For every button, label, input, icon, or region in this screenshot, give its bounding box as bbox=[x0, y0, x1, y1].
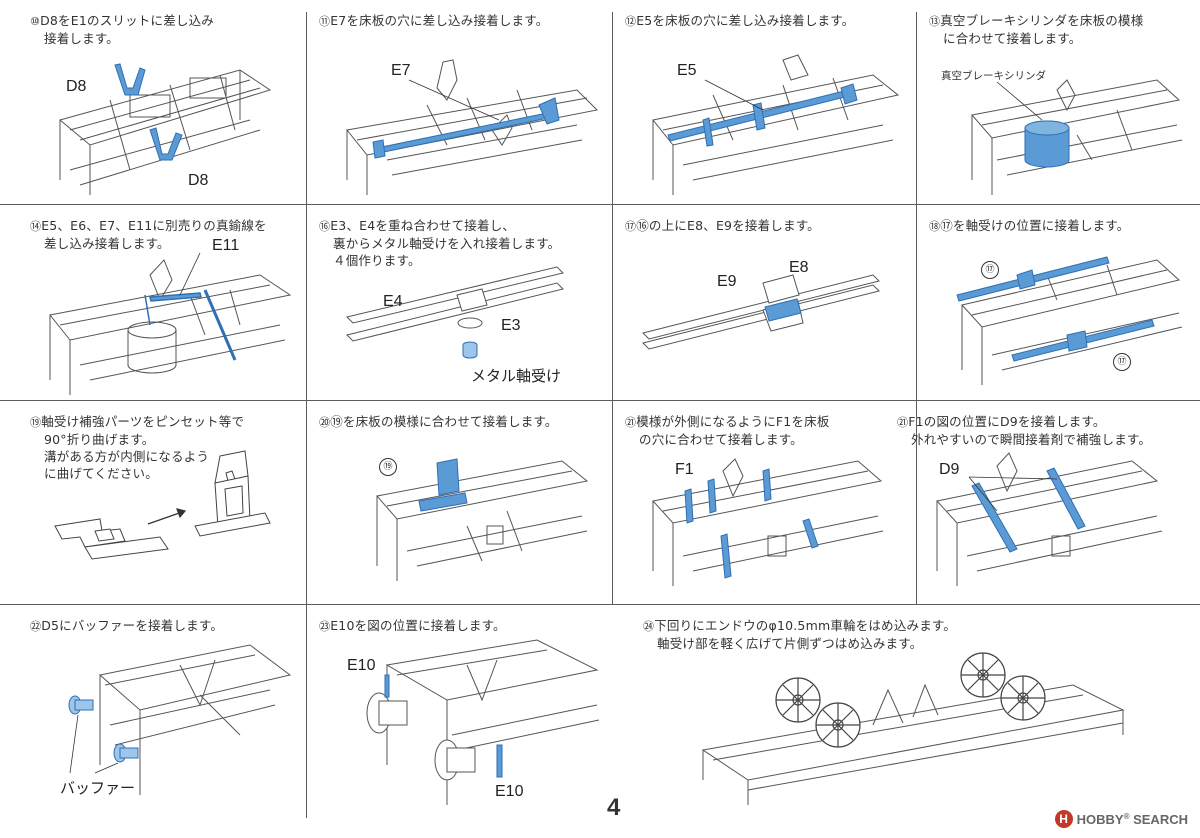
step-text: ⑱⑰を軸受けの位置に接着します。 bbox=[929, 218, 1130, 233]
step-16: ⑯E3、E4を重ね合わせて接着し、 裏からメタル軸受けを入れ接着します。 ４個作… bbox=[307, 205, 612, 400]
step-18-illustration bbox=[956, 256, 1183, 385]
step-24: ㉔下回りにエンドウのφ10.5mm車輪をはめ込みます。 軸受け部を軽く広げて片側… bbox=[613, 605, 1200, 818]
label-e5: E5 bbox=[677, 62, 697, 79]
label-e10-top: E10 bbox=[347, 657, 376, 674]
step-10: ⑩D8をE1のスリットに差し込み 接着します。 D8 D8 bbox=[0, 0, 306, 204]
label-d8-bottom: D8 bbox=[188, 172, 209, 189]
divider-row-1 bbox=[0, 204, 1200, 205]
divider-col-3 bbox=[916, 12, 917, 604]
step-24-illustration bbox=[701, 652, 1125, 805]
step-23-illustration bbox=[366, 639, 600, 805]
label-e10-bottom: E10 bbox=[495, 783, 524, 800]
step-20: ⑳⑲を床板の模様に合わせて接着します。 ⑲ bbox=[307, 401, 612, 604]
marker-17-bottom: ⑰ bbox=[1113, 353, 1131, 371]
label-e8: E8 bbox=[789, 259, 809, 276]
step-14: ⑭E5、E6、E7、E11に別売りの真鍮線を 差し込み接着します。 E11 bbox=[0, 205, 306, 400]
divider-row-3 bbox=[0, 604, 1200, 605]
label-e3: E3 bbox=[501, 317, 521, 334]
marker-17-top: ⑰ bbox=[981, 261, 999, 279]
label-e9: E9 bbox=[717, 273, 737, 290]
label-e7: E7 bbox=[391, 62, 411, 79]
site-watermark: H HOBBY® SEARCH bbox=[1054, 810, 1188, 828]
step-23: ㉓E10を図の位置に接着します。 E10 E10 bbox=[307, 605, 612, 818]
label-metal-bearing: メタル軸受け bbox=[471, 367, 562, 385]
page-number: 4 bbox=[607, 794, 621, 821]
step-text: ⑲軸受け補強パーツをピンセット等で 90°折り曲げます。 溝がある方が内側になる… bbox=[30, 414, 245, 481]
step-10-illustration bbox=[58, 63, 272, 195]
step-text: ⑩D8をE1のスリットに差し込み 接着します。 bbox=[30, 13, 214, 46]
step-18: ⑱⑰を軸受けの位置に接着します。 ⑰ ⑰ bbox=[917, 205, 1200, 400]
step-text: ⑭E5、E6、E7、E11に別売りの真鍮線を 差し込み接着します。 bbox=[30, 218, 267, 251]
label-buffer: バッファー bbox=[60, 779, 136, 797]
step-20-illustration bbox=[376, 458, 589, 581]
step-text: ㉔下回りにエンドウのφ10.5mm車輪をはめ込みます。 軸受け部を軽く広げて片側… bbox=[643, 618, 957, 651]
label-f1: F1 bbox=[675, 461, 694, 478]
step-22: ㉒D5にバッファーを接着します。 バッファー bbox=[0, 605, 306, 820]
step-11-illustration bbox=[346, 59, 599, 195]
label-vacuum-brake-cylinder: 真空ブレーキシリンダ bbox=[941, 70, 1046, 82]
step-text: ⑳⑲を床板の模様に合わせて接着します。 bbox=[319, 414, 558, 429]
step-text: ㉓E10を図の位置に接着します。 bbox=[319, 618, 506, 633]
step-text: ㉑F1の図の位置にD9を接着します。 外れやすいので瞬間接着剤で補強します。 bbox=[897, 414, 1152, 447]
step-19: ⑲軸受け補強パーツをピンセット等で 90°折り曲げます。 溝がある方が内側になる… bbox=[0, 401, 306, 604]
step-text: ㉒D5にバッファーを接着します。 bbox=[30, 618, 224, 633]
step-21b: ㉑F1の図の位置にD9を接着します。 外れやすいので瞬間接着剤で補強します。 D… bbox=[897, 401, 1200, 604]
step-21a: ㉑模様が外側になるようにF1を床板 の穴に合わせて接着します。 F1 bbox=[613, 401, 916, 604]
divider-row-2 bbox=[0, 400, 1200, 401]
divider-col-2 bbox=[612, 12, 613, 604]
step-17: ⑰⑯の上にE8、E9を接着します。 E9 E8 bbox=[613, 205, 916, 400]
step-text: ⑫E5を床板の穴に差し込み接着します。 bbox=[625, 13, 855, 28]
step-12: ⑫E5を床板の穴に差し込み接着します。 E5 bbox=[613, 0, 916, 204]
watermark-text: HOBBY® SEARCH bbox=[1076, 811, 1188, 827]
step-text: ⑯E3、E4を重ね合わせて接着し、 裏からメタル軸受けを入れ接着します。 ４個作… bbox=[319, 218, 561, 268]
step-16-illustration bbox=[346, 266, 564, 359]
step-21b-illustration bbox=[936, 452, 1163, 586]
label-e4: E4 bbox=[383, 293, 403, 310]
step-13-illustration bbox=[971, 79, 1183, 195]
step-17-illustration bbox=[642, 274, 880, 350]
step-19-illustration bbox=[54, 450, 271, 560]
step-21a-illustration bbox=[652, 458, 884, 586]
step-text: ⑰⑯の上にE8、E9を接着します。 bbox=[625, 218, 820, 233]
step-12-illustration bbox=[652, 54, 900, 195]
step-11: ⑪E7を床板の穴に差し込み接着します。 E7 bbox=[307, 0, 612, 204]
label-e11: E11 bbox=[212, 237, 240, 254]
hobbysearch-logo-icon: H bbox=[1054, 810, 1073, 828]
step-22-illustration bbox=[68, 644, 292, 795]
label-d8-top: D8 bbox=[66, 78, 87, 95]
step-text: ㉑模様が外側になるようにF1を床板 の穴に合わせて接着します。 bbox=[625, 414, 830, 447]
step-text: ⑬真空ブレーキシリンダを床板の模様 に合わせて接着します。 bbox=[929, 13, 1144, 46]
marker-19: ⑲ bbox=[379, 458, 397, 476]
label-d9: D9 bbox=[939, 461, 960, 478]
step-13: ⑬真空ブレーキシリンダを床板の模様 に合わせて接着します。 真空ブレーキシリンダ bbox=[917, 0, 1200, 204]
divider-col-1 bbox=[306, 12, 307, 818]
step-14-illustration bbox=[49, 252, 292, 395]
step-text: ⑪E7を床板の穴に差し込み接着します。 bbox=[319, 13, 549, 28]
